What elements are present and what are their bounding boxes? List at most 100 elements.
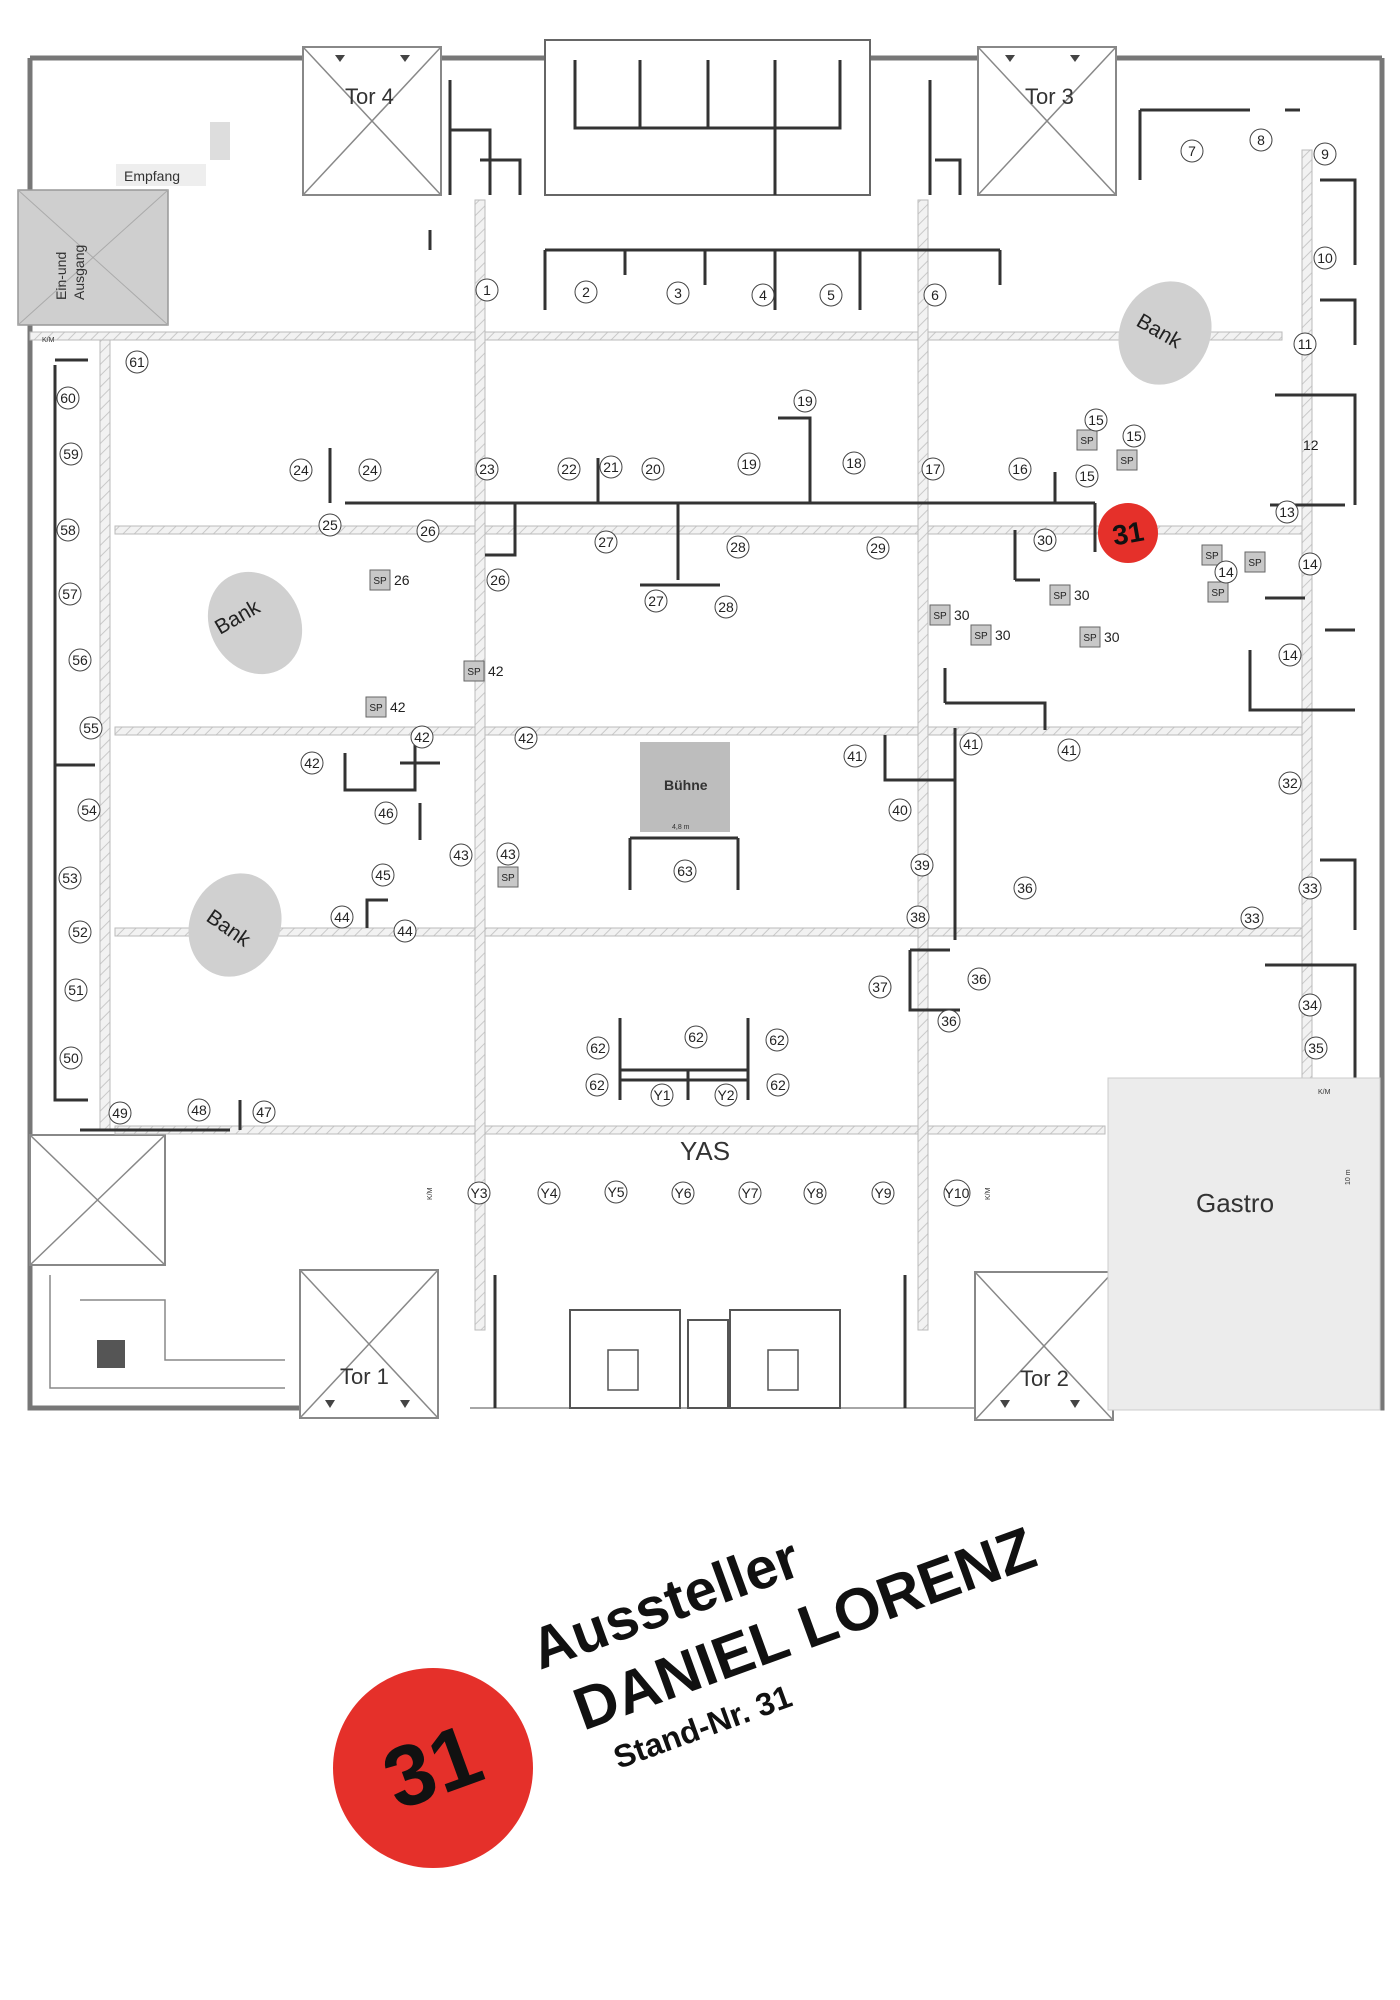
highlighted-stand-marker[interactable]: 31 bbox=[1098, 503, 1158, 563]
stand-34[interactable]: 34 bbox=[1298, 993, 1322, 1017]
stand-43[interactable]: 43 bbox=[496, 842, 520, 866]
bank-seating[interactable]: Bank bbox=[172, 858, 298, 992]
gate-tor-3[interactable]: Tor 3 bbox=[977, 46, 1117, 196]
stand-7[interactable]: 7 bbox=[1180, 139, 1204, 163]
stand-14[interactable]: 14 bbox=[1298, 552, 1322, 576]
stand-57[interactable]: 57 bbox=[58, 582, 82, 606]
stand-17[interactable]: 17 bbox=[921, 457, 945, 481]
stand-45[interactable]: 45 bbox=[371, 863, 395, 887]
stand-62[interactable]: 62 bbox=[766, 1073, 790, 1097]
stand-56[interactable]: 56 bbox=[68, 648, 92, 672]
stand-5[interactable]: 5 bbox=[819, 283, 843, 307]
stand-15[interactable]: 15 bbox=[1084, 408, 1108, 432]
stand-59[interactable]: 59 bbox=[59, 442, 83, 466]
stand-26[interactable]: 26 bbox=[486, 568, 510, 592]
stand-54[interactable]: 54 bbox=[77, 798, 101, 822]
stand-27[interactable]: 27 bbox=[644, 589, 668, 613]
stand-41[interactable]: 41 bbox=[959, 732, 983, 756]
stand-44[interactable]: 44 bbox=[330, 905, 354, 929]
stand-62[interactable]: 62 bbox=[585, 1073, 609, 1097]
entrance[interactable]: Ein-und Ausgang bbox=[17, 189, 169, 326]
stand-46[interactable]: 46 bbox=[374, 801, 398, 825]
stand-28[interactable]: 28 bbox=[714, 595, 738, 619]
stand-6[interactable]: 6 bbox=[923, 283, 947, 307]
stand-42[interactable]: 42 bbox=[410, 725, 434, 749]
stand-61[interactable]: 61 bbox=[125, 350, 149, 374]
stand-53[interactable]: 53 bbox=[58, 866, 82, 890]
stand-20[interactable]: 20 bbox=[641, 457, 665, 481]
stand-26[interactable]: 26 bbox=[416, 519, 440, 543]
stand-36[interactable]: 36 bbox=[1013, 876, 1037, 900]
stand-33[interactable]: 33 bbox=[1298, 876, 1322, 900]
stand-10[interactable]: 10 bbox=[1313, 246, 1337, 270]
stand-21[interactable]: 21 bbox=[599, 455, 623, 479]
stand-39[interactable]: 39 bbox=[910, 853, 934, 877]
stand-47[interactable]: 47 bbox=[252, 1100, 276, 1124]
gate-tor-4[interactable]: Tor 4 bbox=[302, 46, 442, 196]
stand-Y8[interactable]: Y8 bbox=[803, 1181, 827, 1205]
stand-58[interactable]: 58 bbox=[56, 518, 80, 542]
stand-9[interactable]: 9 bbox=[1313, 142, 1337, 166]
stand-8[interactable]: 8 bbox=[1249, 128, 1273, 152]
bank-seating[interactable]: Bank bbox=[190, 555, 321, 692]
stand-62[interactable]: 62 bbox=[684, 1025, 708, 1049]
stand-Y3[interactable]: Y3 bbox=[467, 1181, 491, 1205]
stand-37[interactable]: 37 bbox=[868, 975, 892, 999]
stand-14[interactable]: 14 bbox=[1278, 643, 1302, 667]
stand-Y6[interactable]: Y6 bbox=[671, 1181, 695, 1205]
stand-38[interactable]: 38 bbox=[906, 905, 930, 929]
stand-33[interactable]: 33 bbox=[1240, 906, 1264, 930]
stand-48[interactable]: 48 bbox=[187, 1098, 211, 1122]
stand-2[interactable]: 2 bbox=[574, 280, 598, 304]
stand-15[interactable]: 15 bbox=[1122, 424, 1146, 448]
stand-51[interactable]: 51 bbox=[64, 978, 88, 1002]
stand-36[interactable]: 36 bbox=[967, 967, 991, 991]
stand-16[interactable]: 16 bbox=[1008, 457, 1032, 481]
stand-3[interactable]: 3 bbox=[666, 281, 690, 305]
gastro-area[interactable]: Gastro 10 m bbox=[1107, 1077, 1381, 1411]
stand-60[interactable]: 60 bbox=[56, 386, 80, 410]
stage[interactable]: Bühne 4,8 m bbox=[640, 742, 730, 832]
stand-Y1[interactable]: Y1 bbox=[650, 1083, 674, 1107]
stand-24[interactable]: 24 bbox=[358, 458, 382, 482]
stand-13[interactable]: 13 bbox=[1275, 500, 1299, 524]
stand-Y4[interactable]: Y4 bbox=[537, 1181, 561, 1205]
stand-24[interactable]: 24 bbox=[289, 458, 313, 482]
stand-29[interactable]: 29 bbox=[866, 536, 890, 560]
stand-27[interactable]: 27 bbox=[594, 530, 618, 554]
stand-44[interactable]: 44 bbox=[393, 919, 417, 943]
stand-15[interactable]: 15 bbox=[1075, 464, 1099, 488]
stand-62[interactable]: 62 bbox=[765, 1028, 789, 1052]
stand-50[interactable]: 50 bbox=[59, 1046, 83, 1070]
gate-tor-1[interactable]: Tor 1 bbox=[299, 1269, 439, 1419]
stand-25[interactable]: 25 bbox=[318, 513, 342, 537]
stand-Y7[interactable]: Y7 bbox=[738, 1181, 762, 1205]
stand-Y2[interactable]: Y2 bbox=[714, 1083, 738, 1107]
stand-52[interactable]: 52 bbox=[68, 920, 92, 944]
stand-Y9[interactable]: Y9 bbox=[871, 1181, 895, 1205]
stand-32[interactable]: 32 bbox=[1278, 771, 1302, 795]
stand-4[interactable]: 4 bbox=[751, 283, 775, 307]
stand-30[interactable]: 30 bbox=[1033, 528, 1057, 552]
stand-23[interactable]: 23 bbox=[475, 457, 499, 481]
stand-18[interactable]: 18 bbox=[842, 451, 866, 475]
stand-40[interactable]: 40 bbox=[888, 798, 912, 822]
stand-22[interactable]: 22 bbox=[557, 457, 581, 481]
stand-36[interactable]: 36 bbox=[937, 1009, 961, 1033]
stand-62[interactable]: 62 bbox=[586, 1036, 610, 1060]
stand-19[interactable]: 19 bbox=[737, 452, 761, 476]
stand-11[interactable]: 11 bbox=[1293, 332, 1317, 356]
stand-35[interactable]: 35 bbox=[1304, 1036, 1328, 1060]
stand-42[interactable]: 42 bbox=[514, 726, 538, 750]
stand-55[interactable]: 55 bbox=[79, 716, 103, 740]
stand-42[interactable]: 42 bbox=[300, 751, 324, 775]
gate-tor-2[interactable]: Tor 2 bbox=[974, 1271, 1114, 1421]
stand-Y5[interactable]: Y5 bbox=[604, 1180, 628, 1204]
stand-12[interactable]: 12 bbox=[1303, 437, 1319, 453]
stand-1[interactable]: 1 bbox=[475, 278, 499, 302]
stand-Y10[interactable]: Y10 bbox=[943, 1179, 971, 1207]
stand-14[interactable]: 14 bbox=[1214, 560, 1238, 584]
stand-41[interactable]: 41 bbox=[843, 744, 867, 768]
stand-19[interactable]: 19 bbox=[793, 389, 817, 413]
stand-63[interactable]: 63 bbox=[673, 859, 697, 883]
